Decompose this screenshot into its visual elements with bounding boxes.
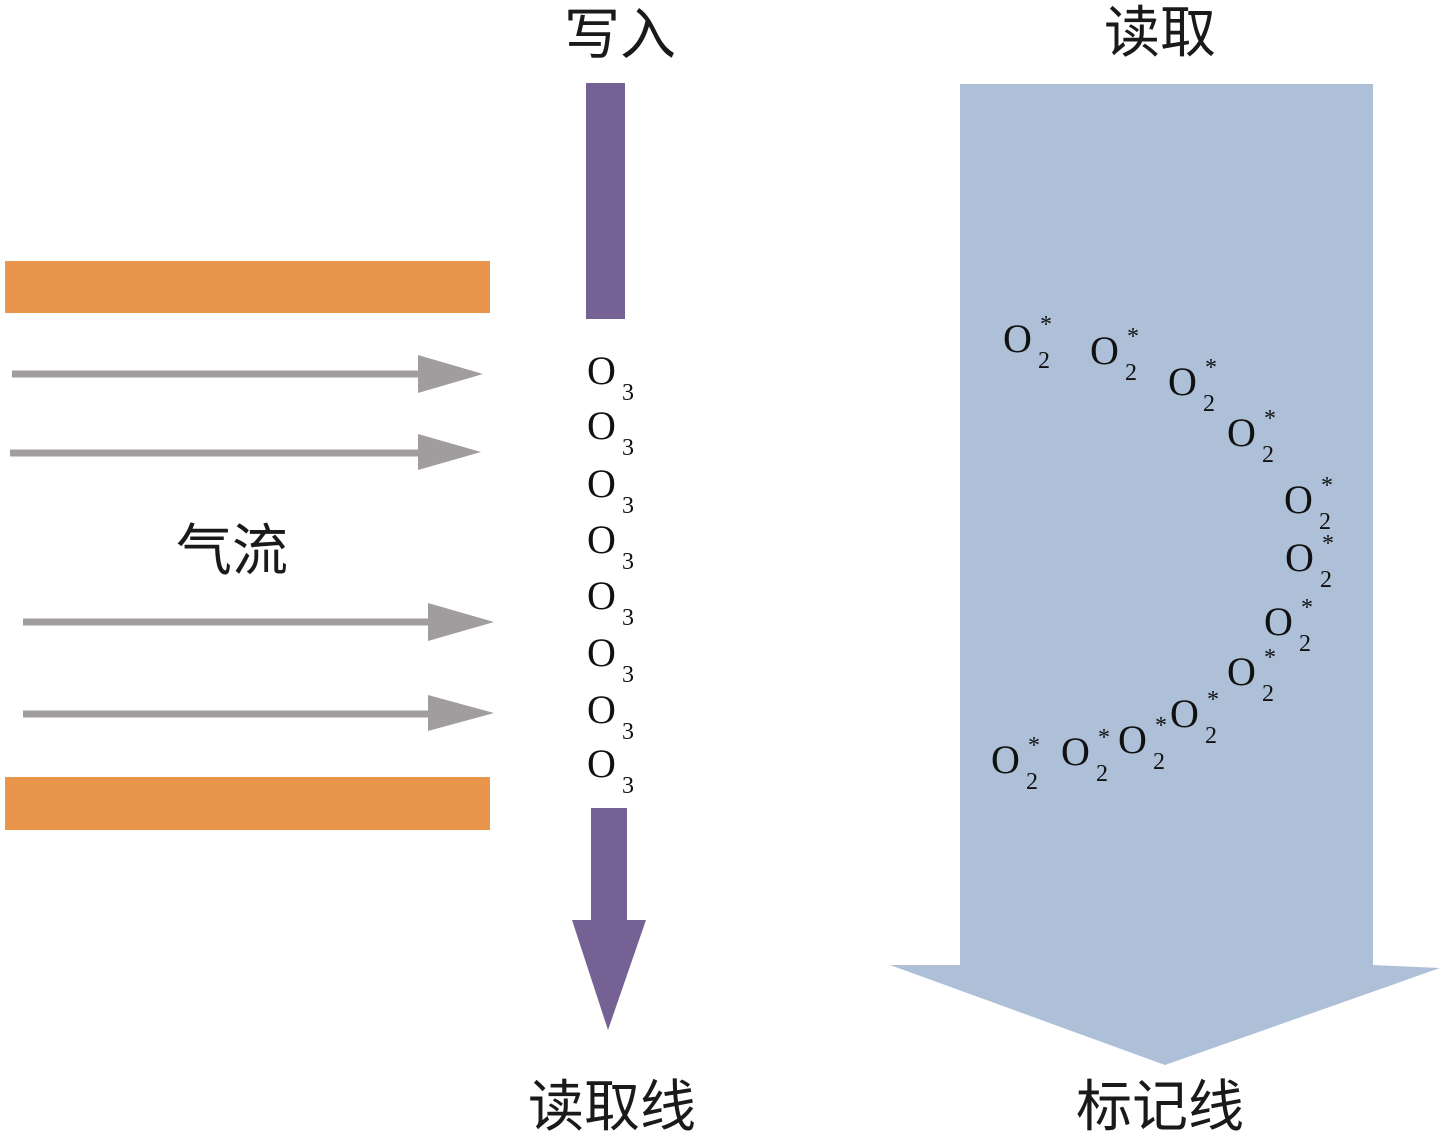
svg-text:3: 3 xyxy=(622,773,634,799)
svg-text:2: 2 xyxy=(1299,631,1311,657)
airflow-arrows xyxy=(10,355,494,731)
svg-text:2: 2 xyxy=(1320,567,1332,593)
read-label: 读取 xyxy=(1104,1,1216,66)
svg-text:*: * xyxy=(1264,645,1276,671)
svg-text:3: 3 xyxy=(622,435,634,461)
svg-text:2: 2 xyxy=(1153,749,1165,775)
svg-text:O: O xyxy=(1118,717,1147,762)
svg-text:O: O xyxy=(1227,649,1256,694)
svg-text:3: 3 xyxy=(622,662,634,688)
svg-text:*: * xyxy=(1322,531,1334,557)
svg-text:*: * xyxy=(1127,324,1139,350)
svg-text:2: 2 xyxy=(1205,723,1217,749)
svg-text:*: * xyxy=(1040,312,1052,338)
airflow-arrowhead xyxy=(428,603,494,641)
write-label: 写入 xyxy=(564,3,676,68)
write-beam-upper xyxy=(586,83,625,319)
svg-text:O: O xyxy=(587,630,616,675)
svg-text:*: * xyxy=(1155,713,1167,739)
svg-text:*: * xyxy=(1098,725,1110,751)
svg-text:O: O xyxy=(587,741,616,786)
svg-text:2: 2 xyxy=(1096,761,1108,787)
write-beam-lower xyxy=(591,808,627,926)
svg-text:O: O xyxy=(1284,477,1313,522)
svg-text:O: O xyxy=(1264,599,1293,644)
svg-text:O: O xyxy=(587,461,616,506)
svg-text:O: O xyxy=(1061,729,1090,774)
channel-wall-top xyxy=(5,261,490,313)
svg-text:O: O xyxy=(587,348,616,393)
airflow-label: 气流 xyxy=(176,519,288,584)
svg-text:*: * xyxy=(1264,406,1276,432)
read-line-label: 读取线 xyxy=(528,1075,696,1136)
svg-text:O: O xyxy=(1090,328,1119,373)
marker-line-label: 标记线 xyxy=(1076,1075,1244,1136)
svg-text:O: O xyxy=(1168,359,1197,404)
svg-text:O: O xyxy=(1285,535,1314,580)
airflow-arrowhead xyxy=(418,355,483,393)
svg-text:3: 3 xyxy=(622,719,634,745)
read-beam-arrow xyxy=(890,84,1440,1065)
write-beam-arrowhead xyxy=(572,920,646,1030)
svg-text:2: 2 xyxy=(1026,769,1038,795)
svg-text:*: * xyxy=(1028,733,1040,759)
channel-wall-bottom xyxy=(5,777,490,830)
svg-text:O: O xyxy=(587,403,616,448)
svg-text:3: 3 xyxy=(622,549,634,575)
svg-text:2: 2 xyxy=(1125,360,1137,386)
svg-text:3: 3 xyxy=(622,605,634,631)
svg-text:O: O xyxy=(991,737,1020,782)
airflow-arrowhead xyxy=(418,434,481,470)
svg-text:O: O xyxy=(1227,410,1256,455)
svg-text:O: O xyxy=(1170,691,1199,736)
svg-text:O: O xyxy=(587,517,616,562)
svg-text:O: O xyxy=(1003,316,1032,361)
svg-text:*: * xyxy=(1207,687,1219,713)
svg-text:2: 2 xyxy=(1262,681,1274,707)
svg-text:2: 2 xyxy=(1319,509,1331,535)
svg-text:3: 3 xyxy=(622,380,634,406)
svg-text:2: 2 xyxy=(1203,391,1215,417)
svg-text:O: O xyxy=(587,687,616,732)
svg-text:O: O xyxy=(587,573,616,618)
svg-text:*: * xyxy=(1205,355,1217,381)
svg-text:2: 2 xyxy=(1262,442,1274,468)
svg-text:*: * xyxy=(1321,473,1333,499)
svg-text:3: 3 xyxy=(622,493,634,519)
svg-text:*: * xyxy=(1301,595,1313,621)
airflow-arrowhead xyxy=(428,695,494,731)
svg-text:2: 2 xyxy=(1038,348,1050,374)
